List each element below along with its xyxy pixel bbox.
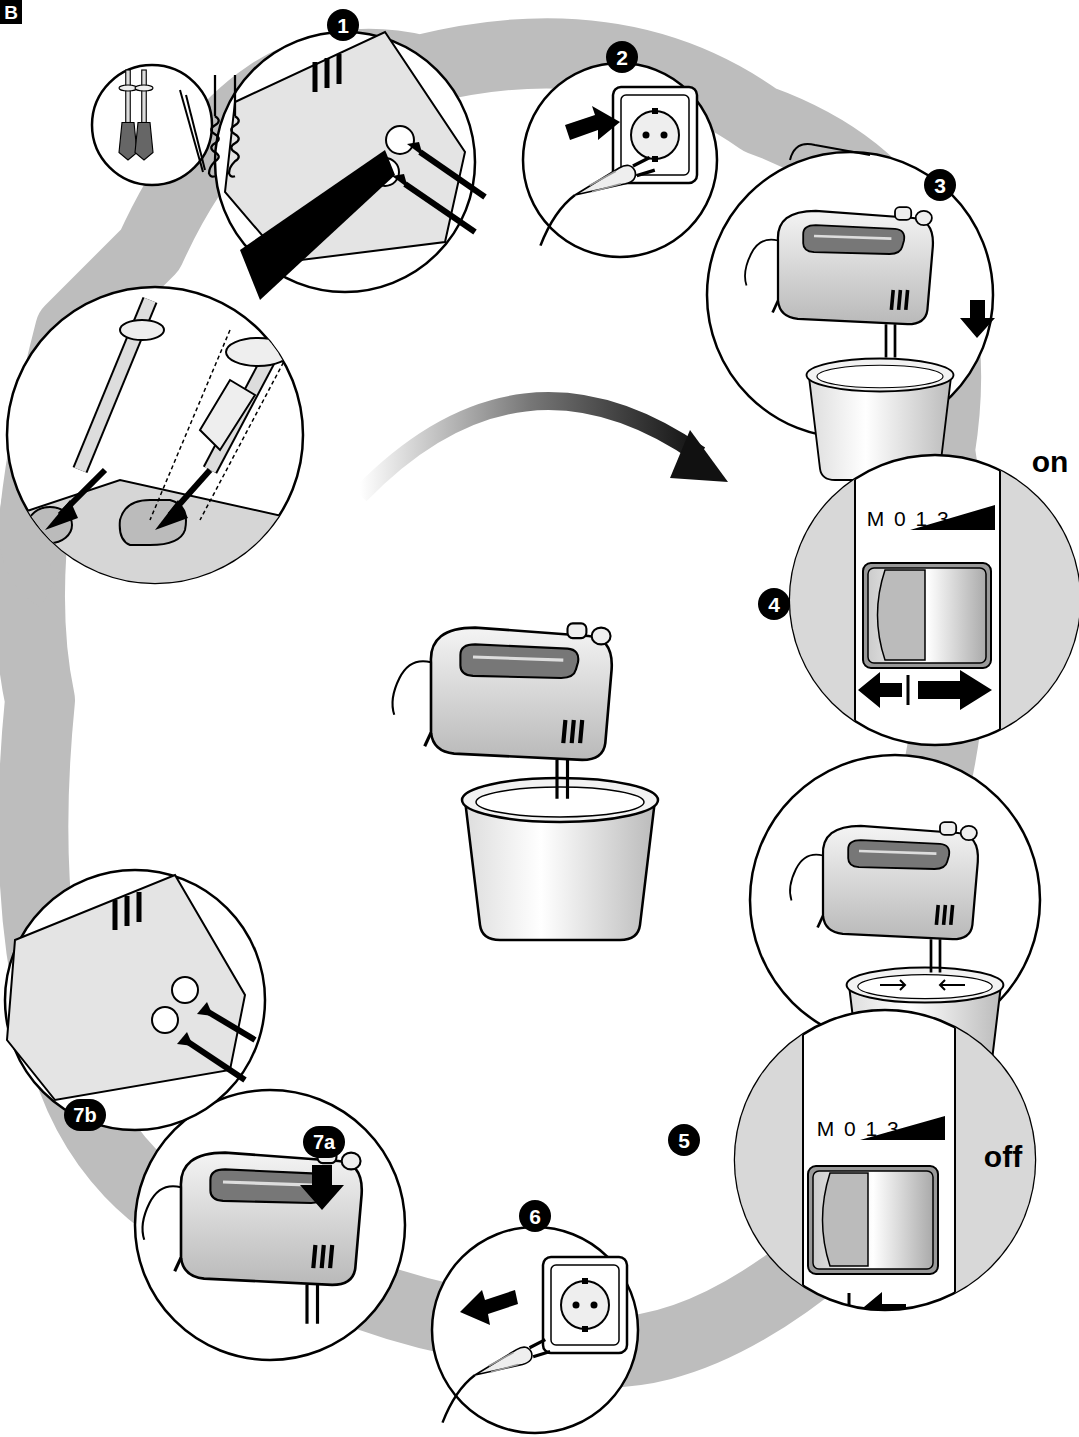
- callout-number: 2: [606, 41, 638, 73]
- callout-number: 4: [758, 588, 790, 620]
- callout-number: 3: [924, 169, 956, 201]
- switch-scale: M 0 1 3 • 5: [817, 1118, 940, 1139]
- state-label: on: [1032, 447, 1069, 477]
- state-label: off: [984, 1142, 1022, 1172]
- callout-number: 7a: [303, 1126, 345, 1158]
- callout-number: 6: [519, 1200, 551, 1232]
- callout-number: 5: [668, 1124, 700, 1156]
- switch-scale: M 0 1 3 • 5: [867, 508, 990, 529]
- callout-number: 7b: [64, 1099, 106, 1131]
- figure-letter: B: [0, 0, 22, 24]
- callout-number: 1: [327, 9, 359, 41]
